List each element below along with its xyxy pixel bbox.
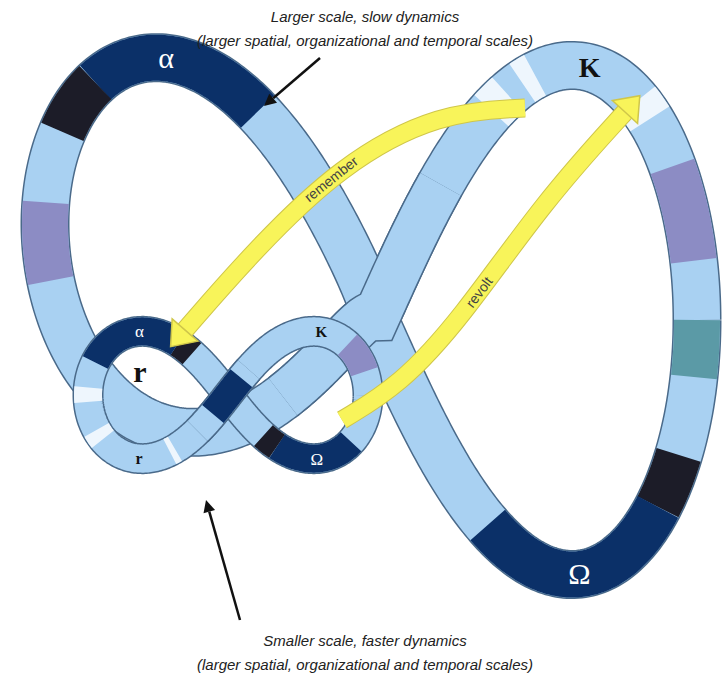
arrow-ribbon-edge (185, 108, 525, 330)
scale-caption: (larger spatial, organizational and temp… (197, 657, 533, 672)
scale-caption: (larger spatial, organizational and temp… (197, 33, 533, 48)
arrow-label: remember (302, 154, 361, 205)
arrow-label: revolt (463, 274, 495, 310)
band-stripe (348, 345, 365, 372)
band-outline (197, 369, 248, 430)
band-outline (88, 331, 368, 458)
arrow-head (171, 319, 198, 347)
phase-label: r (135, 451, 142, 467)
phase-label: r (133, 357, 146, 387)
scale-caption: Larger scale, slow dynamics (271, 9, 459, 24)
phase-label: Ω (568, 559, 590, 589)
callout-arrowhead (203, 500, 215, 513)
arrow-ribbon-edge (342, 112, 625, 420)
band-stripe (263, 436, 277, 447)
arrow-ribbon (185, 108, 525, 330)
scale-caption: Smaller scale, faster dynamics (263, 633, 466, 648)
band-outline (45, 58, 697, 575)
band-stripe (672, 166, 693, 260)
band-stripe (170, 449, 175, 452)
callout-line (273, 58, 320, 98)
band-stripe (95, 58, 257, 112)
band-stripe (213, 378, 241, 414)
small-adaptive-cycle (88, 331, 368, 458)
band-stripe (522, 75, 535, 83)
phase-label: K (316, 324, 328, 339)
band-fill (45, 58, 697, 575)
callout-arrows (203, 58, 320, 620)
band-stripe (45, 202, 51, 280)
band-fill (197, 369, 248, 430)
phase-label: α (135, 323, 144, 340)
cross-scale-arrows (171, 96, 640, 420)
band-stripe (694, 320, 697, 377)
arrow-head (612, 96, 639, 124)
band-stripe (62, 83, 95, 132)
phase-label: α (158, 43, 174, 73)
callout-arrowhead (264, 94, 277, 106)
band-stripe (97, 430, 103, 439)
band-stripe (658, 455, 679, 507)
band-fill (88, 331, 368, 458)
phase-label: K (579, 54, 601, 82)
callout-line (209, 512, 240, 620)
phase-label: Ω (311, 450, 324, 467)
arrow-ribbon (342, 112, 625, 420)
band-stripe (74, 388, 102, 402)
large-adaptive-cycle (45, 58, 697, 575)
